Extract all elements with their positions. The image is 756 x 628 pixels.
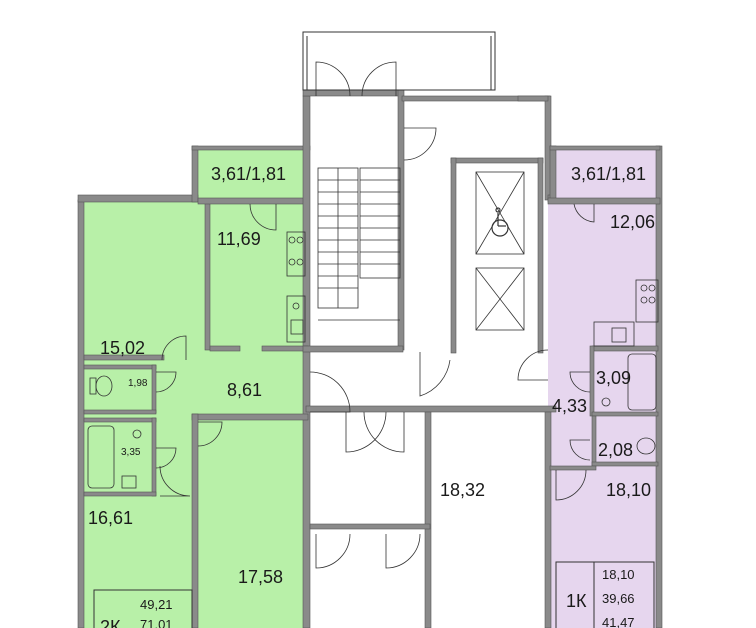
left-bath-area: 3,35 [121, 447, 141, 458]
right-bath-area: 3,09 [596, 368, 631, 388]
right-room-area: 18,10 [606, 480, 651, 500]
fixtures [87, 231, 659, 489]
left-summary-v2: 71,01 [140, 617, 173, 628]
left-balcony-label: 3,61/1,81 [211, 164, 286, 184]
wheelchair-icon [491, 207, 509, 237]
walls [77, 89, 663, 628]
left-summary-box: 49,21 2К 71,01 [93, 589, 193, 628]
left-wc-area: 1,98 [128, 378, 148, 389]
right-summary-v3: 41,47 [602, 615, 635, 628]
right-balcony-label: 3,61/1,81 [571, 164, 646, 184]
right-kitchen-area: 12,06 [610, 212, 655, 232]
left-summary-v1: 49,21 [140, 597, 173, 612]
left-balcony-fill [195, 148, 307, 200]
right-summary-v1: 18,10 [602, 567, 635, 582]
right-wc-area: 2,08 [598, 440, 633, 460]
right-balcony-fill [556, 148, 658, 200]
entrance-canopy [302, 31, 496, 91]
right-summary-type: 1К [566, 591, 587, 611]
middle-room-area: 18,32 [440, 480, 485, 500]
doors [155, 61, 595, 569]
right-summary-v2: 39,66 [602, 591, 635, 606]
elevators [475, 171, 525, 331]
left-kitchen-area: 11,69 [217, 229, 261, 249]
right-hall-area: 4,33 [552, 396, 587, 416]
left-summary-type: 2К [100, 617, 121, 628]
left-room-sw-area: 16,61 [88, 508, 133, 528]
left-living-area: 17,58 [238, 567, 283, 587]
staircase [317, 167, 401, 321]
left-hall-area: 8,61 [227, 380, 262, 400]
left-bedroom-area: 15,02 [100, 338, 145, 358]
right-summary-box: 1К 18,10 39,66 41,47 [555, 561, 655, 628]
